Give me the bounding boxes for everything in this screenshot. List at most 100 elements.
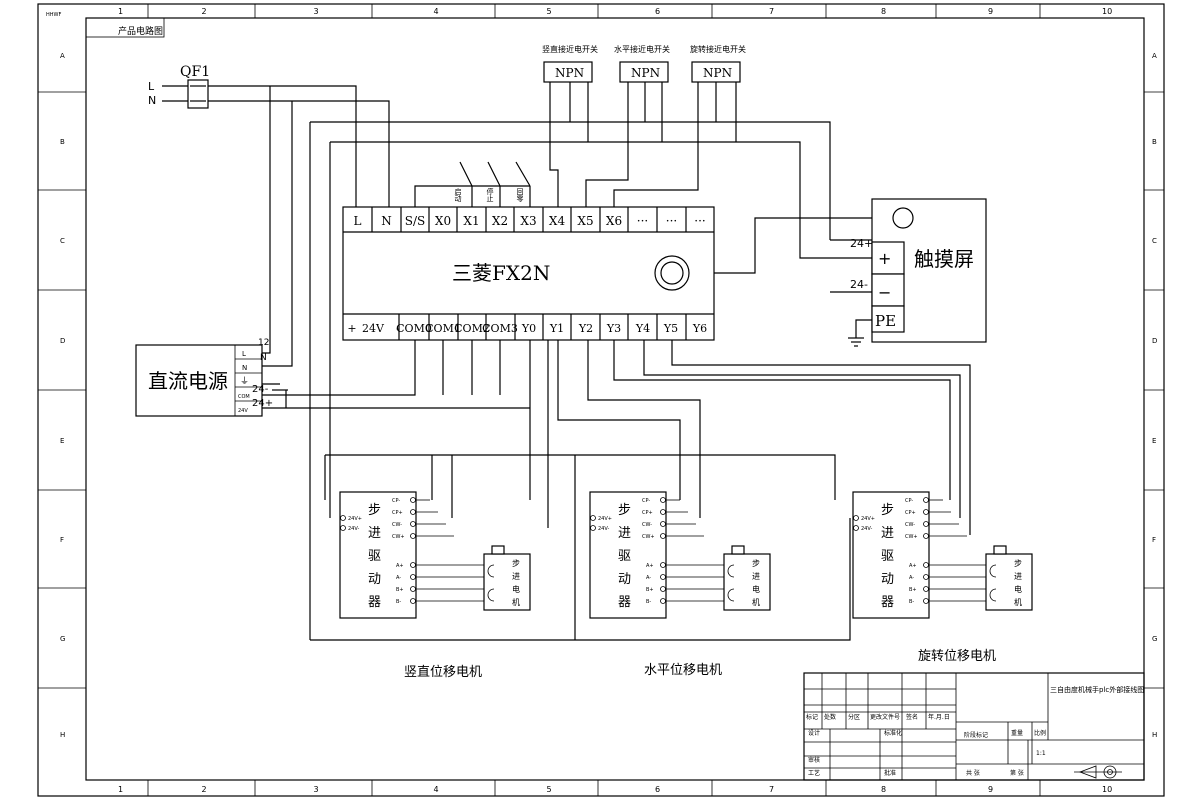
driver-label-char: 器: [368, 595, 381, 610]
driver-signal-pin: CP-: [642, 498, 650, 504]
driver-signal-pin: CP+: [642, 510, 653, 516]
driver-power-pin: 24V+: [598, 516, 612, 522]
driver-label-char: 驱: [881, 549, 894, 564]
column-number-bottom: 8: [881, 785, 886, 794]
signal-pin-dot: [923, 521, 929, 527]
signal-pin-dot: [410, 533, 416, 539]
row-letter-right: H: [1152, 731, 1157, 739]
row-letter-left: D: [60, 337, 65, 345]
tb-header-1: 处数: [824, 713, 836, 721]
signal-pin-dot: [923, 497, 929, 503]
driver-phase-pin: B-: [396, 599, 401, 605]
plc-input-terminal: X0: [435, 214, 451, 228]
tb-sheets-total: 共 张: [966, 769, 980, 777]
plc-input-terminal: X5: [577, 214, 593, 228]
breaker-label: QF1: [180, 64, 210, 80]
tb-header-4: 签名: [906, 713, 918, 721]
dc-terminal-24v: 24V: [238, 408, 248, 414]
driver-signal-pin: CW+: [905, 534, 918, 540]
row-letter-left: C: [60, 237, 65, 245]
tb-header-3: 更改文件号: [870, 713, 900, 721]
driver-phase-pin: A-: [646, 575, 651, 581]
column-number-top: 10: [1102, 7, 1112, 16]
row-letter-left: F: [60, 536, 64, 544]
button-stop-label: 停止: [486, 187, 494, 202]
power-pin-dot: [853, 515, 859, 521]
row-letter-left: H: [60, 731, 65, 739]
power-pin-dot: [590, 515, 596, 521]
motor-label-char: 电: [752, 584, 760, 594]
plc-output-terminal: Y2: [578, 322, 593, 335]
tb-stage-mark: 阶段标记: [964, 731, 988, 739]
power-pin-dot: [853, 525, 859, 531]
driver-phase-pin: B+: [646, 587, 654, 593]
touchscreen-title: 触摸屏: [914, 247, 974, 271]
driver-signal-pin: CW+: [392, 534, 405, 540]
phase-pin-dot: [923, 562, 929, 568]
phase-pin-dot: [410, 574, 416, 580]
driver-signal-pin: CW+: [642, 534, 655, 540]
driver-phase-pin: B+: [396, 587, 404, 593]
column-number-top: 4: [434, 7, 439, 16]
driver-power-pin: 24V-: [348, 526, 359, 532]
driver-label-char: 进: [618, 526, 631, 541]
driver-label-char: 器: [618, 595, 631, 610]
breaker-qf1: QF1 L N: [148, 64, 210, 109]
plc-output-terminal: Y1: [549, 322, 564, 335]
tb-scale: 比例: [1034, 729, 1046, 737]
phase-pin-dot: [923, 598, 929, 604]
sensor-label-rotary: 旋转接近电开关: [690, 44, 746, 54]
phase-pin-dot: [923, 586, 929, 592]
dc-wire-number: 12: [258, 338, 269, 348]
plc-output-terminal: COM3: [482, 322, 518, 335]
driver-label-char: 器: [881, 595, 894, 610]
driver-power-pin: 24V+: [861, 516, 875, 522]
driver-label-char: 进: [881, 526, 894, 541]
column-number-top: 1: [118, 7, 123, 16]
column-number-bottom: 9: [988, 785, 993, 794]
plc-input-terminal: N: [381, 214, 392, 228]
sensor-type-vertical: NPN: [555, 66, 584, 80]
button-home-label: 回零: [516, 188, 524, 203]
plc-input-terminal: ···: [694, 214, 705, 228]
row-letter-right: B: [1152, 138, 1157, 146]
motor-label-char: 电: [512, 584, 520, 594]
plc-input-terminal: X6: [606, 214, 622, 228]
tb-side-review: 审核: [808, 756, 820, 764]
phase-pin-dot: [410, 598, 416, 604]
plc-output-terminal: 24V: [362, 322, 385, 335]
tb-sheet-number: 第 张: [1010, 769, 1024, 777]
button-start-label: 启动: [454, 187, 462, 203]
power-pin-dot: [590, 525, 596, 531]
signal-pin-dot: [660, 509, 666, 515]
power-pin-dot: [340, 515, 346, 521]
plc-input-terminal: S/S: [405, 214, 425, 228]
signal-pin-dot: [660, 521, 666, 527]
column-number-bottom: 10: [1102, 785, 1112, 794]
column-number-bottom: 5: [547, 785, 552, 794]
driver-phase-pin: B-: [909, 599, 914, 605]
motor-label-char: 机: [1014, 597, 1022, 607]
column-number-top: 5: [547, 7, 552, 16]
signal-pin-dot: [410, 497, 416, 503]
caption-rotary-motor: 旋转位移电机: [918, 649, 996, 664]
dc-out-minus: 24-: [252, 384, 269, 395]
driver-label-char: 驱: [368, 549, 381, 564]
plc-input-terminal: X3: [520, 214, 536, 228]
dc-supply-title: 直流电源: [148, 369, 228, 393]
driver-signal-pin: CW-: [642, 522, 652, 528]
column-number-top: 8: [881, 7, 886, 16]
touchscreen-plus: +: [878, 249, 891, 268]
dc-terminal-l: L: [242, 350, 246, 358]
column-number-top: 3: [314, 7, 319, 16]
driver-phase-pin: A+: [909, 563, 917, 569]
plc-output-terminal: Y6: [692, 322, 707, 335]
driver-power-pin: 24V+: [348, 516, 362, 522]
dc-terminal-n: N: [242, 364, 247, 372]
phase-pin-dot: [660, 574, 666, 580]
driver-power-pin: 24V-: [861, 526, 872, 532]
row-letter-right: E: [1152, 437, 1156, 445]
